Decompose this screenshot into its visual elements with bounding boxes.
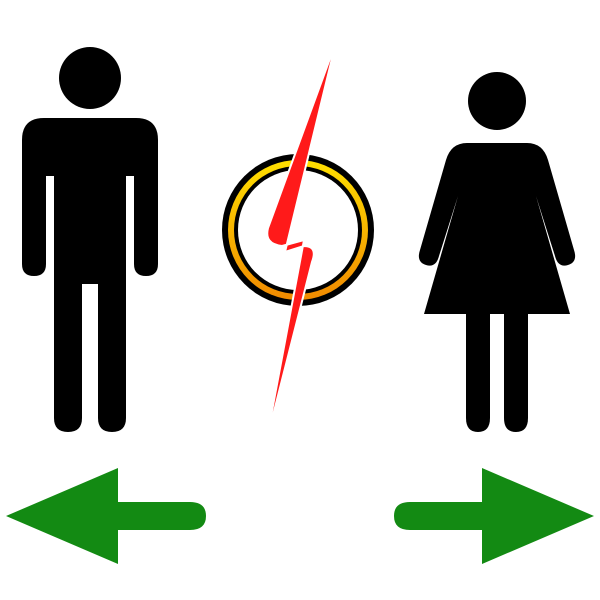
lightning-bolt-icon: [265, 41, 337, 444]
woman-right-leg: [504, 312, 528, 432]
man-restroom-icon: [22, 47, 158, 432]
ring-center: [238, 170, 358, 290]
man-head: [59, 47, 121, 109]
arrow-left-icon: [6, 468, 206, 564]
lightning-bolt-ring-icon: [222, 41, 374, 444]
woman-left-leg: [466, 312, 490, 432]
woman-head: [468, 72, 526, 130]
woman-dress: [418, 143, 576, 314]
woman-restroom-icon: [418, 72, 576, 432]
man-body: [22, 118, 158, 432]
arrow-right-icon: [394, 468, 594, 564]
